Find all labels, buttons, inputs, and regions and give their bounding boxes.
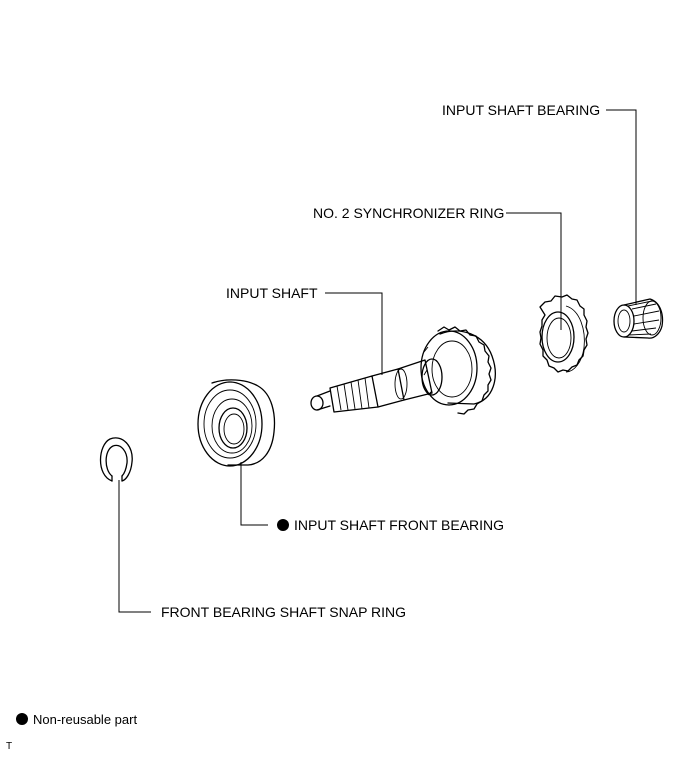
- label-input-shaft-bearing: INPUT SHAFT BEARING: [442, 102, 601, 118]
- label-input-shaft-front-bearing: INPUT SHAFT FRONT BEARING: [294, 517, 505, 533]
- legend-non-reusable-dot-icon: [16, 713, 28, 725]
- legend-non-reusable-text: Non-reusable part: [33, 712, 138, 727]
- leader-front-bearing-snap-ring: [118, 480, 151, 613]
- snap-ring-drawing: [99, 437, 133, 482]
- needle-bearing-drawing: [613, 298, 664, 339]
- synchronizer-ring-drawing: [539, 294, 589, 373]
- label-input-shaft-front-bearing-row: INPUT SHAFT FRONT BEARING: [277, 517, 504, 533]
- label-front-bearing-shaft-snap-ring: FRONT BEARING SHAFT SNAP RING: [161, 604, 407, 620]
- leader-input-shaft-front-bearing: [240, 462, 268, 526]
- leader-input-shaft: [325, 292, 383, 375]
- footer-mark: T: [6, 741, 13, 752]
- leader-no2-synchronizer-ring: [506, 212, 562, 330]
- legend: Non-reusable part: [16, 712, 137, 728]
- leader-input-shaft-bearing: [606, 109, 637, 305]
- input-shaft-drawing: [310, 326, 496, 415]
- label-input-shaft: INPUT SHAFT: [226, 285, 318, 301]
- label-no2-synchronizer-ring: NO. 2 SYNCHRONIZER RING: [313, 205, 505, 221]
- non-reusable-dot-icon: [277, 519, 289, 531]
- front-bearing-drawing: [197, 379, 276, 467]
